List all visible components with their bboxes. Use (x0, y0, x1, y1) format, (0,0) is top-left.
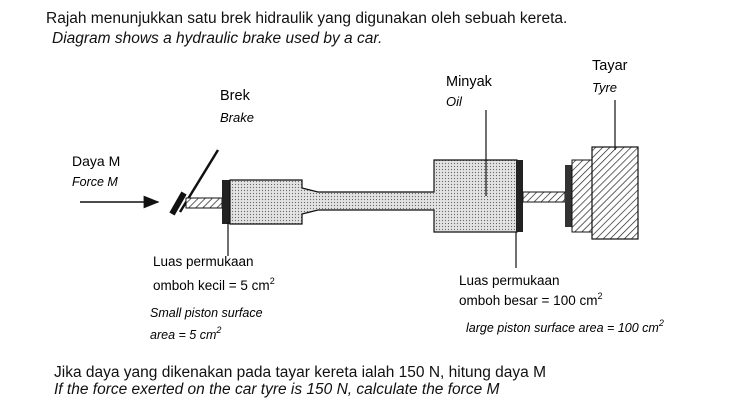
large-piston (516, 160, 523, 232)
label-small-piston-malay-2: omboh kecil = 5 cm2 (153, 276, 275, 293)
label-oil-malay: Minyak (446, 74, 493, 90)
label-tyre-english: Tyre (592, 80, 617, 95)
label-oil-english: Oil (446, 94, 463, 109)
label-large-piston-english: large piston surface area = 100 cm2 (466, 318, 664, 335)
label-brake-malay: Brek (220, 88, 251, 104)
label-brake-english: Brake (220, 110, 254, 125)
brake-disc (571, 159, 593, 233)
question-line-malay: Rajah menunjukkan satu brek hidraulik ya… (46, 10, 568, 27)
label-small-piston-english-1: Small piston surface (150, 306, 263, 320)
question-line-english: Diagram shows a hydraulic brake used by … (52, 30, 383, 47)
label-force-english: Force M (72, 175, 118, 189)
label-small-piston-malay-1: Luas permukaan (153, 254, 254, 269)
label-tyre-malay: Tayar (592, 58, 628, 74)
label-small-piston-english-2: area = 5 cm2 (150, 325, 221, 342)
bottom-line-malay: Jika daya yang dikenakan pada tayar kere… (54, 364, 547, 381)
label-large-piston-malay-1: Luas permukaan (459, 273, 560, 288)
large-piston-rod (522, 191, 566, 203)
tyre (591, 146, 639, 240)
label-large-piston-malay-2: omboh besar = 100 cm2 (459, 291, 602, 308)
brake-pad (565, 165, 572, 227)
label-force-malay: Daya M (72, 153, 120, 169)
small-piston (222, 180, 230, 224)
oil-cylinder (229, 159, 518, 233)
small-piston-rod (185, 197, 223, 209)
brake-pedal-foot (169, 191, 187, 216)
bottom-line-english: If the force exerted on the car tyre is … (54, 381, 500, 398)
